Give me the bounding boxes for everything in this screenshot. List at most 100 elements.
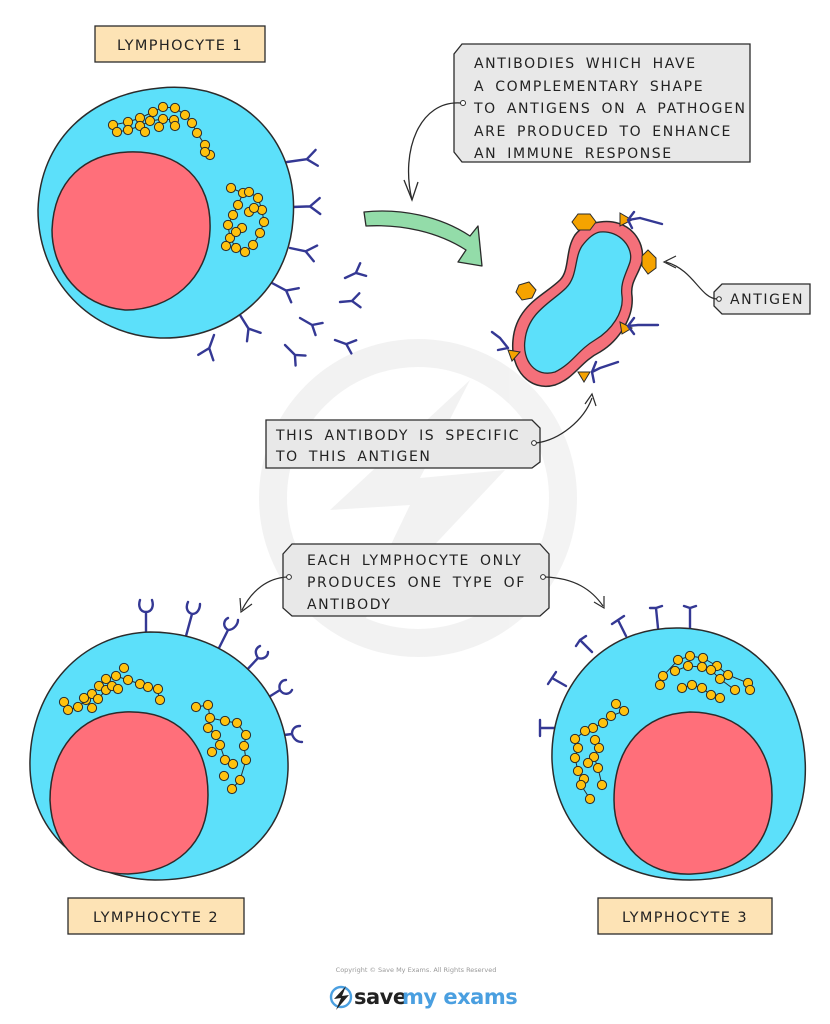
ribosome-dot (610, 698, 622, 710)
note-line: ANTIBODIES WHICH HAVE (474, 56, 697, 72)
antibodies-attached-1 (197, 148, 322, 362)
ribosome-dot (157, 113, 169, 125)
bound-antibodies (490, 210, 664, 384)
ribosome-dot (230, 226, 242, 238)
ribosome-dot (672, 654, 684, 666)
ribosome-dot (110, 670, 122, 682)
label-text: LYMPHOCYTE 3 (622, 910, 748, 926)
ribosome-dot (240, 729, 252, 741)
ribosome-dot (597, 717, 609, 729)
ribosome-dot (247, 239, 259, 251)
pathogen-cytoplasm (523, 231, 632, 374)
ribosome-dot (714, 692, 726, 704)
note-specificity: THIS ANTIBODY IS SPECIFIC TO THIS ANTIGE… (265, 392, 597, 469)
lightning-bolt-icon (329, 985, 353, 1010)
ribosome-dot (657, 670, 669, 682)
ribosome-dot (572, 742, 584, 754)
note-antibodies-produced: ANTIBODIES WHICH HAVE A COMPLEMENTARY SH… (403, 43, 751, 202)
nucleus-1 (51, 151, 211, 311)
ribosome-dot (744, 684, 756, 696)
ribosome-dot (234, 774, 246, 786)
ribosome-dot (226, 783, 238, 795)
ribosome-dot (572, 765, 584, 777)
ribosome-dot (232, 199, 244, 211)
ribosome-dot (243, 186, 255, 198)
note-line: TO THIS ANTIGEN (275, 449, 431, 465)
copyright-text: Copyright © Save My Exams. All Rights Re… (336, 966, 497, 974)
ribosome-dot (202, 699, 214, 711)
label-text: LYMPHOCYTE 2 (93, 910, 219, 926)
ribosome-dot (191, 127, 203, 139)
ribosome-dot (220, 240, 232, 252)
ribosome-dot (239, 246, 251, 258)
ribosome-dot (240, 754, 252, 766)
ribosome-dot (254, 227, 266, 239)
ribosome-dot (92, 693, 104, 705)
ribosome-dot (122, 124, 134, 136)
logo-word-my-exams: my exams (402, 985, 517, 1009)
ribosome-dot (584, 793, 596, 805)
antibodies-attached-3 (538, 604, 698, 738)
ribosome-dot (152, 683, 164, 695)
note-line: A COMPLEMENTARY SHAPE (474, 79, 704, 95)
ribosome-dot (147, 106, 159, 118)
pathogen (490, 210, 664, 387)
ribosome-dot (186, 117, 198, 129)
ribosome-dot (569, 733, 581, 745)
ribosome-dot (697, 652, 709, 664)
note-line: PRODUCES ONE TYPE OF (307, 575, 526, 591)
ribosome-dot (219, 715, 231, 727)
label-lymphocyte-2: LYMPHOCYTE 2 (67, 897, 245, 935)
note-line: ANTIBODY (307, 597, 391, 613)
note-line: TO ANTIGENS ON A PATHOGEN (473, 101, 747, 117)
ribosome-dot (238, 740, 250, 752)
ribosome-dot (588, 751, 600, 763)
ribosome-dot (605, 710, 617, 722)
ribosome-dot (686, 679, 698, 691)
antibodies-attached-2 (138, 598, 304, 744)
ribosome-dot (118, 662, 130, 674)
lymphocyte-1 (37, 86, 322, 362)
ribosome-dot (222, 219, 234, 231)
ribosome-dot (218, 770, 230, 782)
lymphocyte-2 (29, 598, 304, 881)
ribosome-dot (112, 683, 124, 695)
ribosome-dot (58, 696, 70, 708)
ribosome-dot (593, 742, 605, 754)
ribosome-dot (78, 692, 90, 704)
note-one-type: EACH LYMPHOCYTE ONLY PRODUCES ONE TYPE O… (239, 543, 605, 617)
ribosome-dot (696, 682, 708, 694)
label-text: LYMPHOCYTE 1 (117, 38, 243, 54)
ribosome-dot (592, 762, 604, 774)
ribosome-dot (153, 121, 165, 133)
ribosome-dot (596, 779, 608, 791)
watermark-logo (259, 339, 577, 657)
ribosome-dot (206, 746, 218, 758)
ribosome-dot (204, 712, 216, 724)
ribosome-dot (705, 689, 717, 701)
ribosome-dot (157, 101, 169, 113)
logo-word-save: save (354, 985, 407, 1009)
ribosome-dot (169, 102, 181, 114)
note-line: EACH LYMPHOCYTE ONLY (307, 553, 522, 569)
ribosome-dot (210, 729, 222, 741)
ribosomes (58, 101, 756, 805)
ribosome-dot (575, 779, 587, 791)
antigens (507, 212, 657, 383)
ribosome-dot (579, 725, 591, 737)
lymphocyte-3 (538, 604, 807, 881)
green-arrow (363, 210, 483, 267)
ribosome-dot (86, 702, 98, 714)
ribosome-dot (225, 182, 237, 194)
ribosome-dot (705, 664, 717, 676)
ribosome-dot (676, 682, 688, 694)
note-line: ARE PRODUCED TO ENHANCE (474, 124, 732, 140)
ribosome-dot (219, 754, 231, 766)
ribosome-dot (654, 679, 666, 691)
ribosome-dot (696, 661, 708, 673)
ribosome-dot (729, 684, 741, 696)
save-my-exams-logo[interactable]: save my exams (329, 985, 518, 1010)
ribosome-dot (589, 734, 601, 746)
ribosome-dot (154, 694, 166, 706)
